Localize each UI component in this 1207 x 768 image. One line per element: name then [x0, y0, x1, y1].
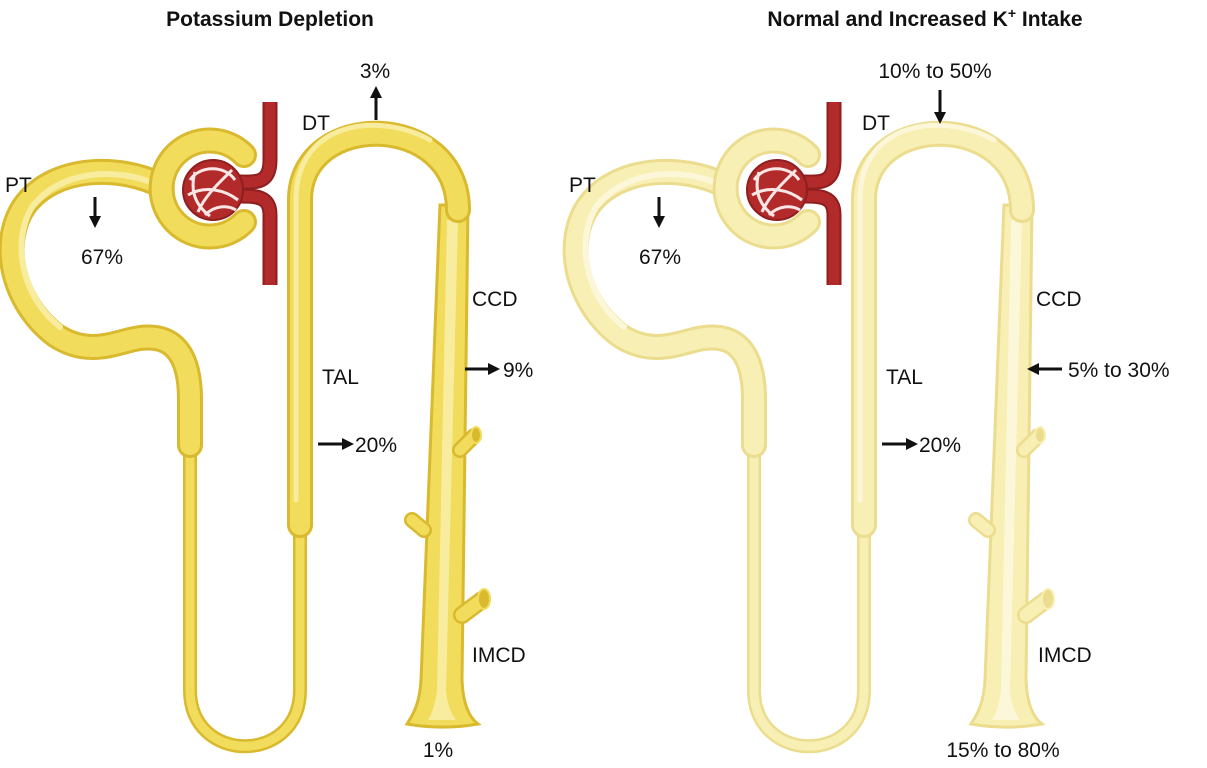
label-dt: DT — [302, 112, 330, 135]
title-text: Intake — [1016, 8, 1083, 31]
title-superscript: + — [1008, 5, 1016, 21]
pt-value: 67% — [81, 246, 123, 269]
urine-value: 15% to 80% — [946, 739, 1059, 762]
dt-value: 3% — [360, 60, 390, 83]
tal-value: 20% — [355, 434, 397, 457]
label-dt: DT — [862, 112, 890, 135]
ccd-value: 5% to 30% — [1068, 359, 1170, 382]
dt-value: 10% to 50% — [878, 60, 991, 83]
label-imcd: IMCD — [1038, 644, 1092, 667]
pt-value: 67% — [639, 246, 681, 269]
label-pt: PT — [569, 174, 596, 197]
panel-normal-increased-intake: Normal and Increased K+ Intake 10% to 50… — [569, 5, 1170, 762]
tal-value: 20% — [919, 434, 961, 457]
ccd-value: 9% — [503, 359, 533, 382]
label-imcd: IMCD — [472, 644, 526, 667]
label-ccd: CCD — [472, 288, 518, 311]
label-pt: PT — [5, 174, 32, 197]
panel-potassium-depletion: Potassium Depletion 3% DT PT 67% CCD TAL… — [5, 8, 533, 762]
panel-title: Normal and Increased K+ Intake — [767, 5, 1082, 31]
nephron-illustration — [12, 102, 490, 746]
label-ccd: CCD — [1036, 288, 1082, 311]
label-tal: TAL — [322, 366, 359, 389]
label-tal: TAL — [886, 366, 923, 389]
urine-value: 1% — [423, 739, 453, 762]
title-text: Normal and Increased K — [767, 8, 1007, 31]
panel-title: Potassium Depletion — [166, 8, 374, 31]
nephron-illustration — [576, 102, 1054, 746]
